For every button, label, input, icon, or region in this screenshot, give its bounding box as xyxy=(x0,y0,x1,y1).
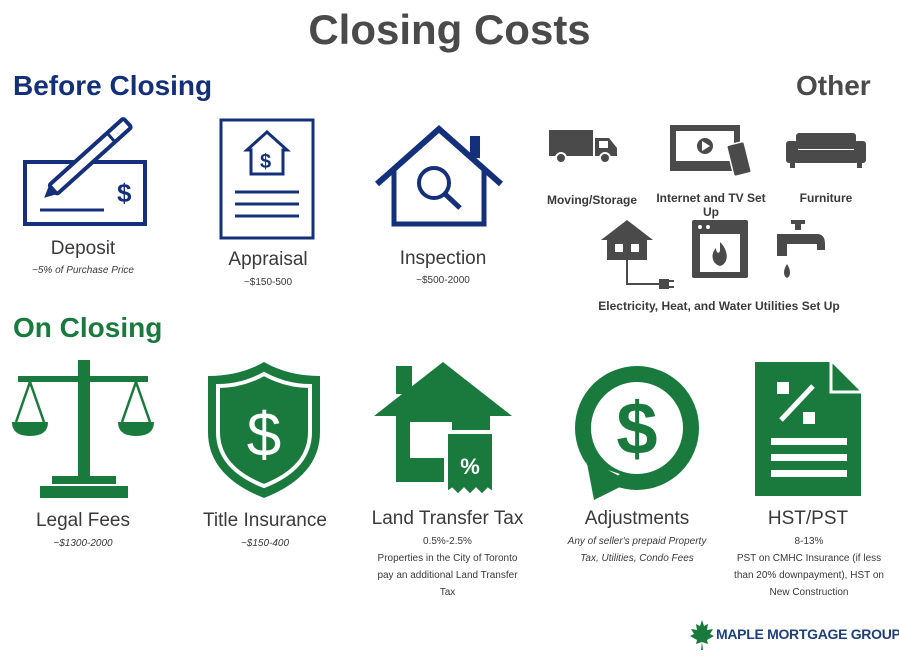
ltt-note-line: Tax xyxy=(439,587,456,598)
ltt-note-line: pay an additional Land Transfer xyxy=(377,570,518,581)
adjustments-sub-line: Any of seller's prepaid Property xyxy=(567,536,707,547)
hst-pst-note: 8-13% PST on CMHC Insurance (if less tha… xyxy=(726,533,892,601)
hst-note-line: New Construction xyxy=(769,587,849,598)
cheque-pen-icon: $ xyxy=(23,117,147,226)
title-insurance-label: Title Insurance xyxy=(203,510,327,531)
ltt-rate: 0.5%-2.5% xyxy=(423,536,472,547)
moving-label: Moving/Storage xyxy=(546,193,637,207)
percent-document-icon xyxy=(755,362,861,496)
appraisal-sub: ~$150-500 xyxy=(243,277,293,288)
house-tax-icon: % xyxy=(374,362,512,499)
deposit-sub: ~5% of Purchase Price xyxy=(32,265,134,276)
inspection-label: Inspection xyxy=(399,248,487,269)
title-insurance-sub: ~$150-400 xyxy=(240,538,290,549)
svg-text:$: $ xyxy=(260,151,271,173)
hst-rate: 8-13% xyxy=(794,536,824,547)
internet-tv-label: Internet and TV Set Up xyxy=(656,191,766,219)
page-title: Closing Costs xyxy=(308,6,591,53)
logo: MAPLE MORTGAGE GROUP xyxy=(690,620,899,652)
section-other: Other xyxy=(796,70,871,101)
deposit-label: Deposit xyxy=(50,238,116,259)
adjustments-label: Adjustments xyxy=(584,508,690,529)
maple-leaf-icon xyxy=(690,620,714,650)
ltt-note-line: Properties in the City of Toronto xyxy=(377,553,518,564)
logo-text: MAPLE MORTGAGE GROUP xyxy=(716,626,899,642)
land-transfer-tax-note: 0.5%-2.5% Properties in the City of Toro… xyxy=(360,533,535,601)
inspection-sub: ~$500-2000 xyxy=(416,275,470,286)
furnace-icon xyxy=(692,220,748,278)
tv-remote-icon xyxy=(670,125,752,178)
section-on-closing: On Closing xyxy=(13,312,163,343)
adjustments-sub-line: Tax, Utilities, Condo Fees xyxy=(580,553,694,564)
shield-dollar-icon: $ xyxy=(208,362,320,498)
adjustments-sub: Any of seller's prepaid Property Tax, Ut… xyxy=(556,533,718,567)
hst-note-line: than 20% downpayment), HST on xyxy=(734,570,884,581)
hst-pst-label: HST/PST xyxy=(767,508,849,529)
svg-text:%: % xyxy=(460,454,480,479)
utilities-label: Electricity, Heat, and Water Utilities S… xyxy=(598,299,840,313)
house-magnifier-icon xyxy=(375,124,503,227)
hst-note-line: PST on CMHC Insurance (if less xyxy=(736,553,882,564)
appraisal-label: Appraisal xyxy=(228,249,308,270)
svg-text:$: $ xyxy=(117,178,132,208)
legal-fees-sub: ~$1300-2000 xyxy=(53,538,113,549)
appraisal-document-icon: $ xyxy=(219,118,315,240)
dollar-cycle-icon: $ xyxy=(572,366,699,500)
furniture-label: Furniture xyxy=(799,191,853,205)
moving-truck-icon xyxy=(549,130,617,164)
svg-text:$: $ xyxy=(247,401,281,470)
section-before-closing: Before Closing xyxy=(13,70,213,101)
water-tap-icon xyxy=(777,220,825,278)
sofa-icon xyxy=(786,133,866,168)
scales-icon xyxy=(12,360,154,498)
svg-text:$: $ xyxy=(616,387,657,470)
legal-fees-label: Legal Fees xyxy=(35,510,130,531)
electricity-house-icon xyxy=(601,220,674,289)
land-transfer-tax-label: Land Transfer Tax xyxy=(371,508,524,529)
